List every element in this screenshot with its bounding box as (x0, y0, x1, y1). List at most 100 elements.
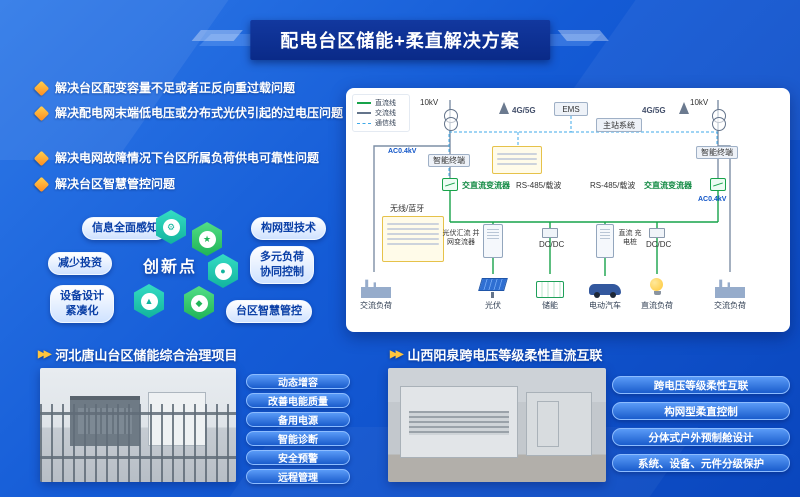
note-text-line (387, 243, 439, 245)
load-label: 交流负荷 (714, 301, 746, 310)
battery-container-icon (527, 272, 573, 298)
dcdc-device-2 (649, 228, 665, 238)
innovation-center-label: 创新点 (142, 259, 197, 276)
note-text-line (497, 158, 537, 160)
load-label: 光伏 (485, 301, 501, 310)
feature-pill: 构网型柔直控制 (612, 402, 790, 420)
ac04-label-right: AC0.4kV (698, 196, 727, 203)
rs485-label-right: RS-485/载波 (590, 181, 636, 190)
fence (40, 404, 236, 482)
innovation-pill-info-sensing: 信息全面感知 (82, 217, 168, 240)
voltage-label-right: 10kV (690, 98, 709, 107)
acdc-converter-label-left: 交直流变流器 (462, 181, 510, 190)
prefab-container-small (526, 392, 592, 456)
hexagon-gear-icon: ⚙ (156, 210, 186, 244)
load-label: 交流负荷 (360, 301, 392, 310)
solar-panel-icon (470, 272, 516, 298)
pv-converter-cabinet (483, 224, 503, 258)
note-text-line (387, 223, 439, 225)
innovation-pill-grid-forming: 构网型技术 (251, 217, 326, 240)
annotation-note-left (382, 216, 444, 262)
project-photo-left (40, 368, 236, 482)
ac04-label-left: AC0.4kV (388, 148, 417, 155)
double-arrow-icon: ▶▶ (390, 349, 403, 360)
note-text-line (387, 233, 439, 235)
bullet-diamond-icon (33, 105, 50, 122)
diagram-legend: 直流线 交流线 通信线 (352, 94, 410, 132)
legend-label: 直流线 (375, 100, 396, 107)
comm-4g5g-label-left: 4G/5G (512, 106, 536, 115)
feature-pill: 备用电源 (246, 412, 350, 427)
prefab-container-large (400, 386, 518, 458)
triangle-icon: ▲ (140, 292, 158, 310)
note-text-line (497, 163, 537, 165)
problem-item: 解决台区智慧管控问题 (33, 176, 344, 193)
smart-terminal-left: 智能终端 (428, 154, 470, 167)
factory-icon (707, 272, 753, 298)
star-icon: ★ (198, 230, 216, 248)
legend-row-comm: 通信线 (357, 118, 405, 128)
legend-row-ac: 交流线 (357, 108, 405, 118)
annotation-note-center (492, 146, 542, 174)
dc-line-sample (357, 102, 371, 104)
comm-line-sample (357, 122, 371, 124)
acdc-converter-icon-left (442, 178, 458, 191)
system-diagram-panel: 直流线 交流线 通信线 10kV 10kV 4G/5G 4G/5G EMS 主站… (346, 88, 790, 332)
master-system-box: 主站系统 (596, 118, 642, 132)
legend-label: 交流线 (375, 110, 396, 117)
bullet-diamond-icon (33, 80, 50, 97)
load-ev: 电动汽车 (582, 272, 628, 311)
vent-grille (409, 411, 509, 435)
rs485-label-left: RS-485/载波 (516, 181, 562, 190)
wireless-bluetooth-label: 无线/蓝牙 (390, 204, 425, 213)
dcdc-label-1: DC/DC (539, 240, 565, 249)
load-storage: 储能 (527, 272, 573, 311)
note-text-line (387, 238, 439, 240)
electric-car-icon (582, 272, 628, 298)
problem-item: 解决配电网末端低电压或分布式光伏引起的过电压问题 (33, 105, 344, 122)
fence-rail (40, 456, 236, 459)
hexagon-triangle-icon: ▲ (134, 284, 164, 318)
hexagon-diamond-icon: ◆ (184, 286, 214, 320)
innovation-pill-load-control: 多元负荷协同控制 (250, 246, 314, 284)
project-title-text: 河北唐山台区储能综合治理项目 (55, 348, 238, 363)
dcdc-device-1 (542, 228, 558, 238)
problem-text: 解决配电网末端低电压或分布式光伏引起的过电压问题 (55, 106, 344, 120)
innovation-pill-smart-control: 台区智慧管控 (226, 300, 312, 323)
hexagon-dot-icon: ● (208, 254, 238, 288)
feature-pill: 分体式户外预制舱设计 (612, 428, 790, 446)
fence-rail (40, 412, 236, 415)
feature-pill: 改善电能质量 (246, 393, 350, 408)
load-ac-left: 交流负荷 (353, 272, 399, 311)
smart-terminal-right: 智能终端 (696, 146, 738, 159)
dc-charger-cabinet (596, 224, 614, 258)
factory-icon (353, 272, 399, 298)
innovation-pill-compact-design: 设备设计紧凑化 (50, 285, 114, 323)
innovation-pill-less-investment: 减少投资 (48, 252, 112, 275)
problem-item: 解决台区配变容量不足或者正反向重过载问题 (33, 80, 344, 97)
problem-text: 解决电网故障情况下台区所属负荷供电可靠性问题 (55, 151, 320, 165)
feature-pill: 动态增容 (246, 374, 350, 389)
load-label: 储能 (542, 301, 558, 310)
ems-box: EMS (554, 102, 588, 116)
bullet-diamond-icon (33, 176, 50, 193)
project-title-text: 山西阳泉跨电压等级柔性直流互联 (407, 348, 603, 363)
legend-label: 通信线 (375, 120, 396, 127)
problem-item: 解决电网故障情况下台区所属负荷供电可靠性问题 (33, 150, 344, 167)
pv-converter-label: 光伏汇流 并网变流器 (442, 230, 480, 246)
load-label: 直流负荷 (641, 301, 673, 310)
feature-pill: 跨电压等级柔性互联 (612, 376, 790, 394)
dc-charger-label: 直流 充电桩 (618, 230, 642, 246)
voltage-label-left: 10kV (420, 98, 439, 107)
transformer-icon-left (443, 109, 458, 131)
bullet-diamond-icon (33, 150, 50, 167)
problem-text: 解决台区智慧管控问题 (55, 177, 176, 191)
load-pv: 光伏 (470, 272, 516, 311)
double-arrow-icon: ▶▶ (38, 349, 51, 360)
hexagon-star-icon: ★ (192, 222, 222, 256)
problem-text: 解决台区配变容量不足或者正反向重过载问题 (55, 81, 296, 95)
acdc-converter-icon-right (710, 178, 726, 191)
transformer-icon-right (711, 109, 726, 131)
page-title: 配电台区储能+柔直解决方案 (250, 20, 550, 60)
